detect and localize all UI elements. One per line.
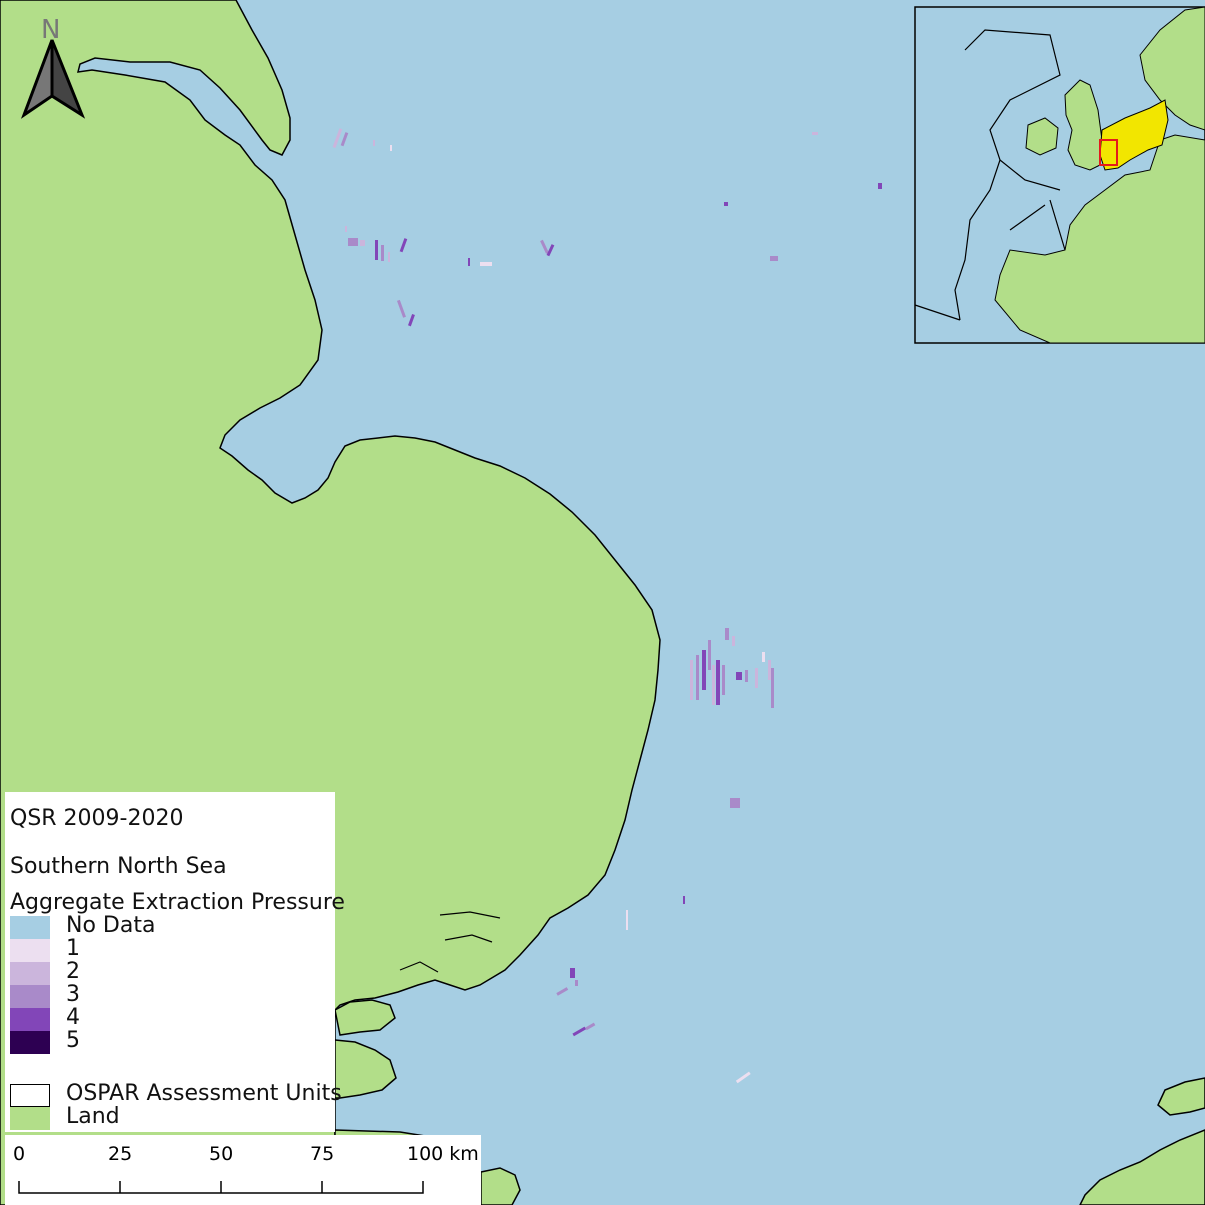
scale-tick-label: 0: [13, 1143, 26, 1165]
legend-label: 5: [66, 1028, 80, 1053]
legend-class-1: 1: [10, 936, 330, 962]
inset-extent-box: [1099, 139, 1118, 166]
land-bottom-center: [480, 1167, 521, 1205]
land-island-right: [1157, 1077, 1205, 1116]
legend-swatch: [10, 985, 50, 1008]
legend-layer-ospar: OSPAR Assessment Units: [10, 1081, 342, 1107]
legend-swatch: [10, 916, 50, 939]
scale-tick-label: 75: [310, 1143, 335, 1165]
extraction-sites-south: [556, 968, 751, 1084]
legend-swatch: [10, 962, 50, 985]
land-essex-south: [334, 1039, 397, 1099]
legend-label: 2: [66, 959, 80, 984]
legend-class-4: 4: [10, 1005, 330, 1031]
legend-layer-land: Land: [10, 1104, 330, 1130]
scale-tick-label: 50: [209, 1143, 234, 1165]
land-essex-island: [334, 999, 396, 1036]
land-continent: [1079, 1129, 1205, 1205]
legend-label: 4: [66, 1005, 80, 1030]
legend-class-3: 3: [10, 982, 330, 1008]
north-arrow-label: N: [41, 15, 60, 45]
scale-tick-label: 25: [108, 1143, 133, 1165]
extraction-sites-north: [332, 128, 882, 327]
legend-swatch: [10, 939, 50, 962]
extraction-sites-east: [626, 628, 774, 930]
legend-swatch: [10, 1084, 50, 1107]
legend-title: QSR 2009-2020: [10, 806, 184, 831]
scale-bar: 0 25 50 75 100 km: [5, 1135, 481, 1205]
north-arrow: N: [20, 15, 86, 119]
inset-map: [914, 6, 1205, 344]
legend-region: Southern North Sea: [10, 854, 227, 879]
legend-class-no-data: No Data: [10, 913, 330, 939]
legend-swatch: [10, 1008, 50, 1031]
legend-variable: Aggregate Extraction Pressure: [10, 890, 345, 915]
legend-swatch: [10, 1107, 50, 1130]
legend-label: No Data: [66, 913, 156, 938]
estuary-channel: [399, 911, 501, 973]
legend-class-2: 2: [10, 959, 330, 985]
scale-tick-label: 100 km: [407, 1143, 479, 1165]
legend-label: Land: [66, 1104, 120, 1129]
scale-bar-line: [18, 1181, 424, 1194]
legend-class-5: 5: [10, 1028, 330, 1054]
legend-label: 3: [66, 982, 80, 1007]
legend-label: 1: [66, 936, 80, 961]
legend-swatch: [10, 1031, 50, 1054]
legend-label: OSPAR Assessment Units: [66, 1081, 342, 1106]
map-legend: QSR 2009-2020 Southern North Sea Aggrega…: [5, 792, 345, 1132]
